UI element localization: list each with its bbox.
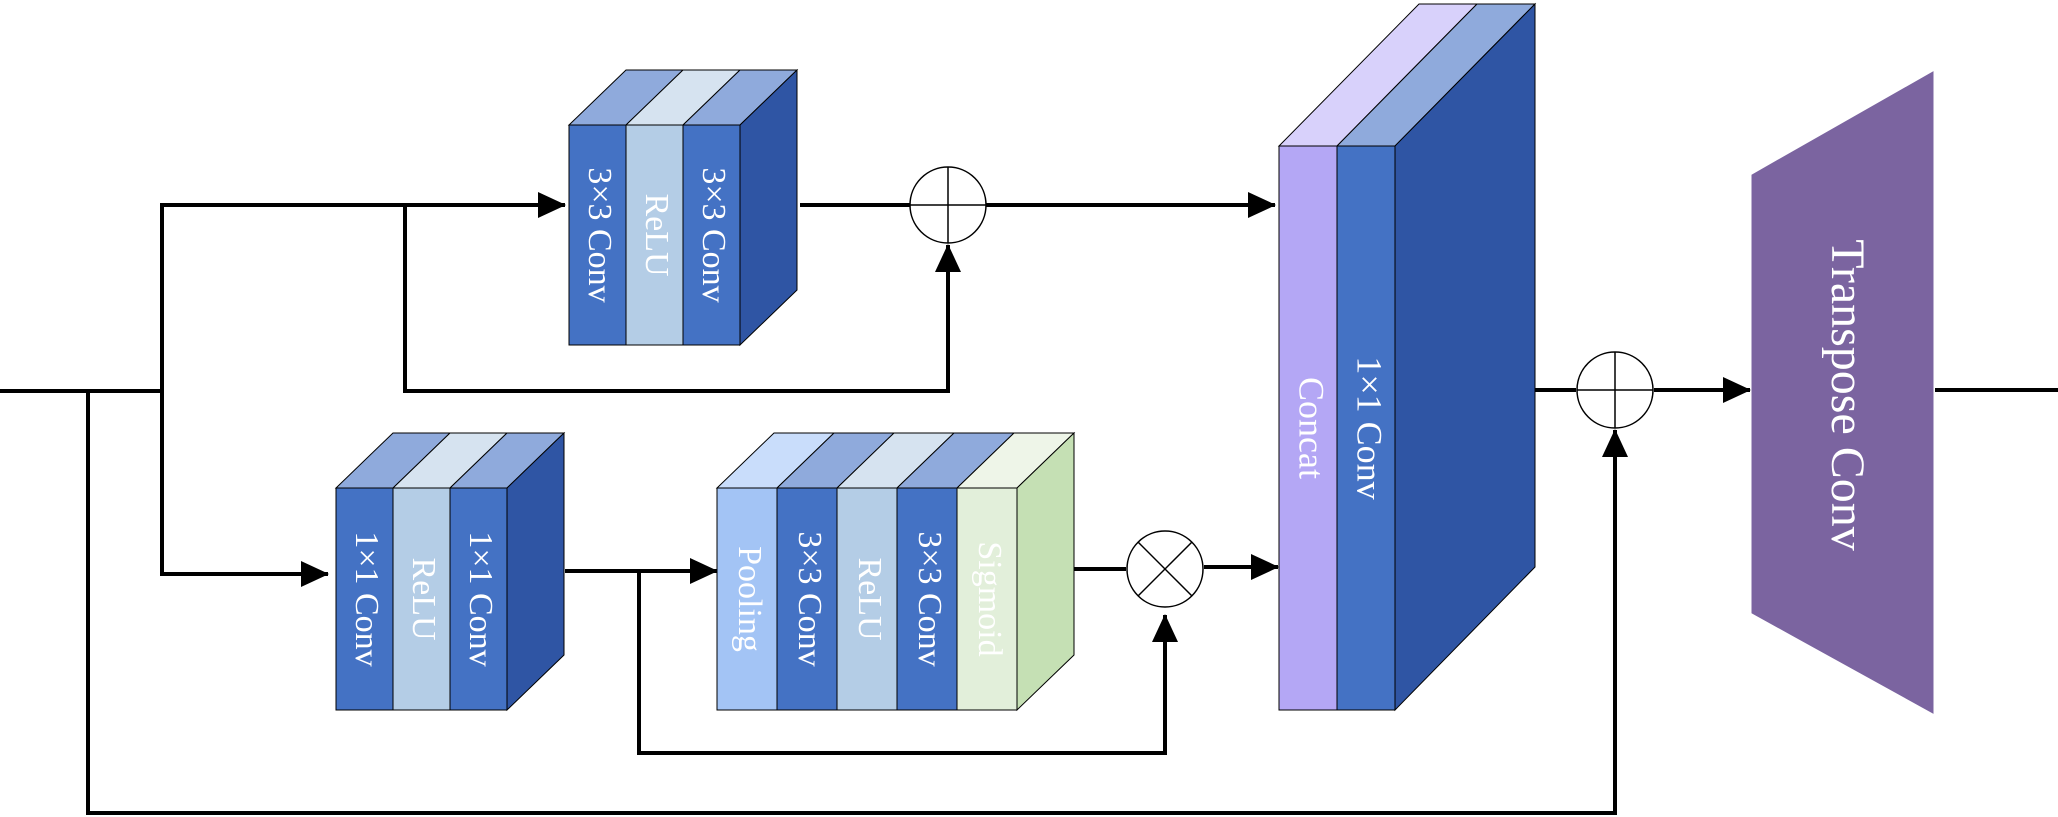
mid-block-label-2: ReLU [405,557,442,640]
fusion-label-concat: Concat [1292,377,1332,479]
top-block-label-1: 3×3 Conv [581,167,618,302]
multiply-icon-d2 [1137,541,1193,597]
mid-block-label-3: 1×1 Conv [462,531,499,666]
top-block-layer-2 [625,124,684,346]
attn-layer-4 [896,487,958,711]
attn-layer-5 [956,487,1018,711]
transpose-conv-shape [1751,71,1934,714]
add-operator-top [909,166,987,244]
fusion-layer-conv [1336,145,1396,711]
multiply-operator [1126,530,1204,608]
add-operator-final [1576,351,1654,429]
mid-block [334,431,566,712]
attn-layer-1 [716,487,778,711]
fusion-layer-concat [1278,145,1338,711]
attn-label-1: Pooling [731,546,768,652]
mid-block-layer-1 [335,487,394,711]
attn-label-4: 3×3 Conv [911,531,948,666]
attn-label-2: 3×3 Conv [791,531,828,666]
top-block-layer-1 [568,124,627,346]
mid-block-layer-3 [449,487,508,711]
top-block-label-3: 3×3 Conv [695,167,732,302]
fusion-block [1277,2,1537,712]
top-block [567,68,799,347]
transpose-conv-label: Transpose Conv [1821,239,1874,551]
connections [0,192,2058,815]
top-block-label-2: ReLU [638,193,675,276]
attn-label-3: ReLU [851,557,888,640]
attn-label-5: Sigmoid [971,541,1008,656]
transpose-conv-block: Transpose Conv [1751,71,1934,714]
attention-block [715,431,1076,712]
attn-layer-3 [836,487,898,711]
mid-block-layer-2 [392,487,451,711]
fusion-label-conv: 1×1 Conv [1350,356,1390,499]
top-block-layer-3 [682,124,741,346]
attn-layer-2 [776,487,838,711]
mid-block-label-1: 1×1 Conv [348,531,385,666]
